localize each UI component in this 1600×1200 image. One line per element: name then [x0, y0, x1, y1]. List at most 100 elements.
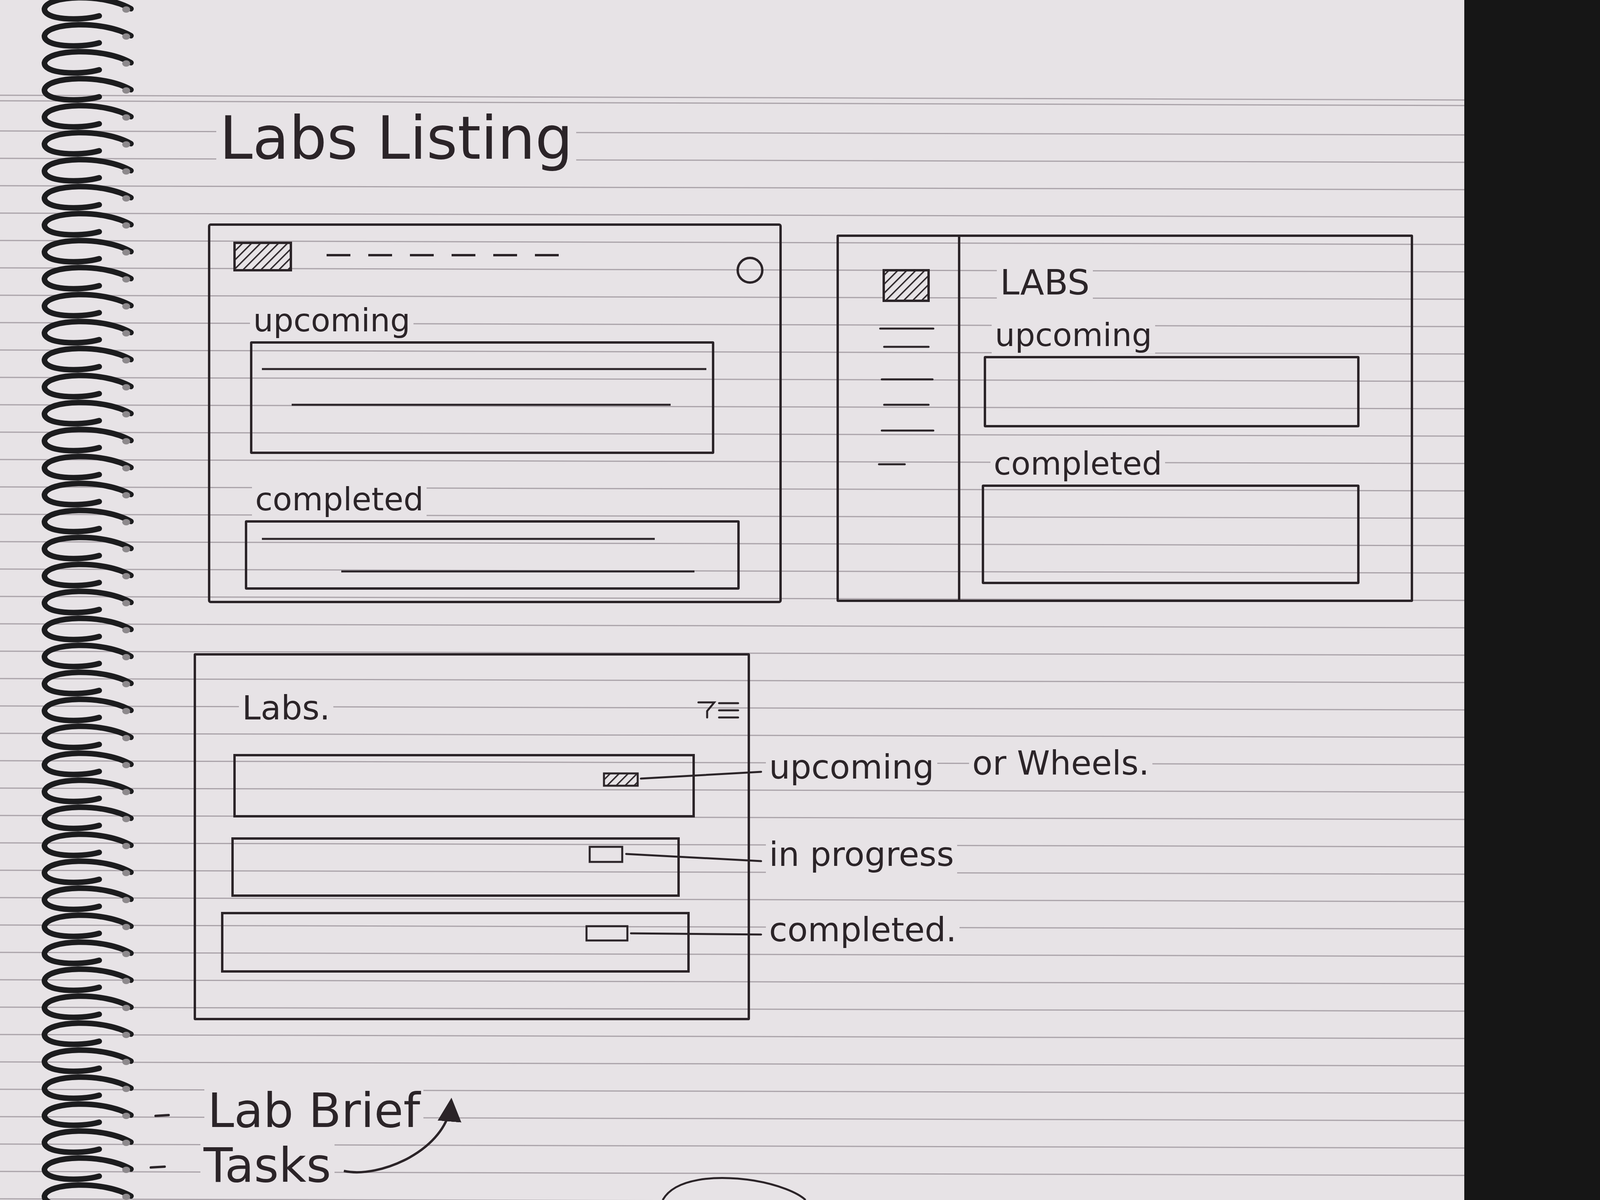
ellipse-shape: [122, 977, 131, 985]
ellipse-shape: [122, 303, 131, 310]
text-line: [261, 368, 707, 371]
path-shape: [44, 1103, 131, 1126]
ellipse-shape: [122, 168, 131, 175]
path-shape: [44, 564, 131, 586]
logo-block: [883, 270, 929, 301]
line-shape: [0, 1034, 1465, 1039]
status-annotation: completed.: [765, 910, 960, 950]
path-shape: [44, 780, 131, 802]
line-shape: [0, 760, 1465, 765]
path-shape: [44, 186, 131, 208]
section-card: completed: [981, 484, 1360, 585]
path-shape: [44, 483, 131, 505]
path-shape: [44, 591, 131, 613]
path-shape: [44, 132, 131, 154]
ellipse-shape: [122, 626, 131, 634]
line-shape: [0, 95, 1465, 100]
line-shape: [0, 240, 1465, 245]
ellipse-shape: [122, 573, 131, 580]
line-shape: [0, 897, 1465, 902]
path-shape: [698, 702, 715, 718]
path-shape: [44, 213, 131, 235]
line-shape: [0, 377, 1465, 382]
path-shape: [44, 429, 131, 451]
wireframe-frame: [209, 224, 781, 602]
status-badge: [589, 846, 623, 862]
ellipse-shape: [122, 465, 131, 472]
leader-lines: [626, 771, 762, 935]
ellipse-shape: [122, 384, 131, 391]
ellipse-shape: [122, 60, 131, 67]
ellipse-shape: [122, 1112, 131, 1120]
logo-block: [234, 242, 291, 271]
path-shape: [44, 753, 131, 775]
line-shape: [0, 514, 1465, 519]
line-shape: [0, 432, 1465, 437]
list-row: [232, 838, 679, 896]
section-heading: upcoming: [250, 302, 414, 339]
ellipse-shape: [122, 6, 131, 13]
section-card: upcoming: [250, 341, 715, 454]
ellipse-shape: [122, 546, 131, 553]
ellipse-shape: [122, 438, 131, 445]
path-shape: [44, 618, 131, 640]
page-heading: LABS: [996, 262, 1093, 303]
status-annotation: upcoming: [765, 748, 938, 787]
path-shape: [44, 1023, 131, 1045]
ellipse-shape: [122, 896, 131, 904]
line-shape: [881, 378, 933, 381]
line-shape: [878, 463, 905, 466]
ellipse-shape: [122, 707, 131, 715]
ellipse-shape: [122, 1085, 131, 1093]
status-badge: [603, 773, 638, 786]
section-card: completed: [244, 520, 740, 590]
line-shape: [630, 933, 762, 935]
path-shape: [44, 267, 131, 289]
ruled-lines: [0, 95, 1465, 1200]
wireframe-frame: LABSupcomingcompleted: [836, 234, 1414, 602]
profile-icon: [737, 257, 763, 283]
filter-icon: [698, 702, 739, 718]
page-heading: Labs.: [238, 688, 334, 728]
path-shape: [44, 456, 131, 478]
ellipse-shape: [122, 330, 131, 337]
list-item: Lab Brief: [204, 1083, 424, 1139]
ellipse-shape: [122, 141, 131, 148]
line-shape: [0, 541, 1465, 546]
nav-dashes: [326, 253, 572, 257]
ellipse-shape: [122, 519, 131, 526]
path-shape: [44, 969, 131, 991]
ellipse-shape: [122, 1004, 131, 1012]
ellipse-shape: [122, 87, 131, 94]
path-shape: [44, 672, 131, 694]
ellipse-shape: [122, 869, 131, 877]
bullet-dash: [150, 1166, 165, 1168]
line-shape: [719, 716, 739, 719]
design-note: or Wheels.: [969, 744, 1153, 783]
line-shape: [0, 870, 1465, 875]
status-badge: [586, 926, 628, 941]
ellipse-shape: [122, 276, 131, 283]
ellipse-shape: [122, 492, 131, 499]
line-shape: [0, 267, 1465, 272]
line-shape: [884, 346, 929, 349]
desk: [1464, 0, 1600, 1200]
line-shape: [0, 185, 1465, 190]
path-shape: [44, 537, 131, 559]
ellipse-shape: [122, 1193, 131, 1200]
line-shape: [0, 486, 1465, 491]
line-shape: [0, 1007, 1465, 1012]
line-shape: [626, 853, 762, 862]
path-shape: [44, 510, 131, 532]
ellipse-shape: [122, 249, 131, 256]
partial-sketch: [662, 1178, 806, 1200]
line-shape: [0, 459, 1465, 464]
path-shape: [44, 942, 131, 964]
path-shape: [44, 294, 131, 316]
path-shape: [44, 861, 131, 883]
path-shape: [44, 1184, 131, 1200]
ellipse-shape: [122, 815, 131, 823]
line-shape: [0, 705, 1465, 710]
list-row: [222, 913, 689, 972]
path-shape: [44, 159, 131, 181]
